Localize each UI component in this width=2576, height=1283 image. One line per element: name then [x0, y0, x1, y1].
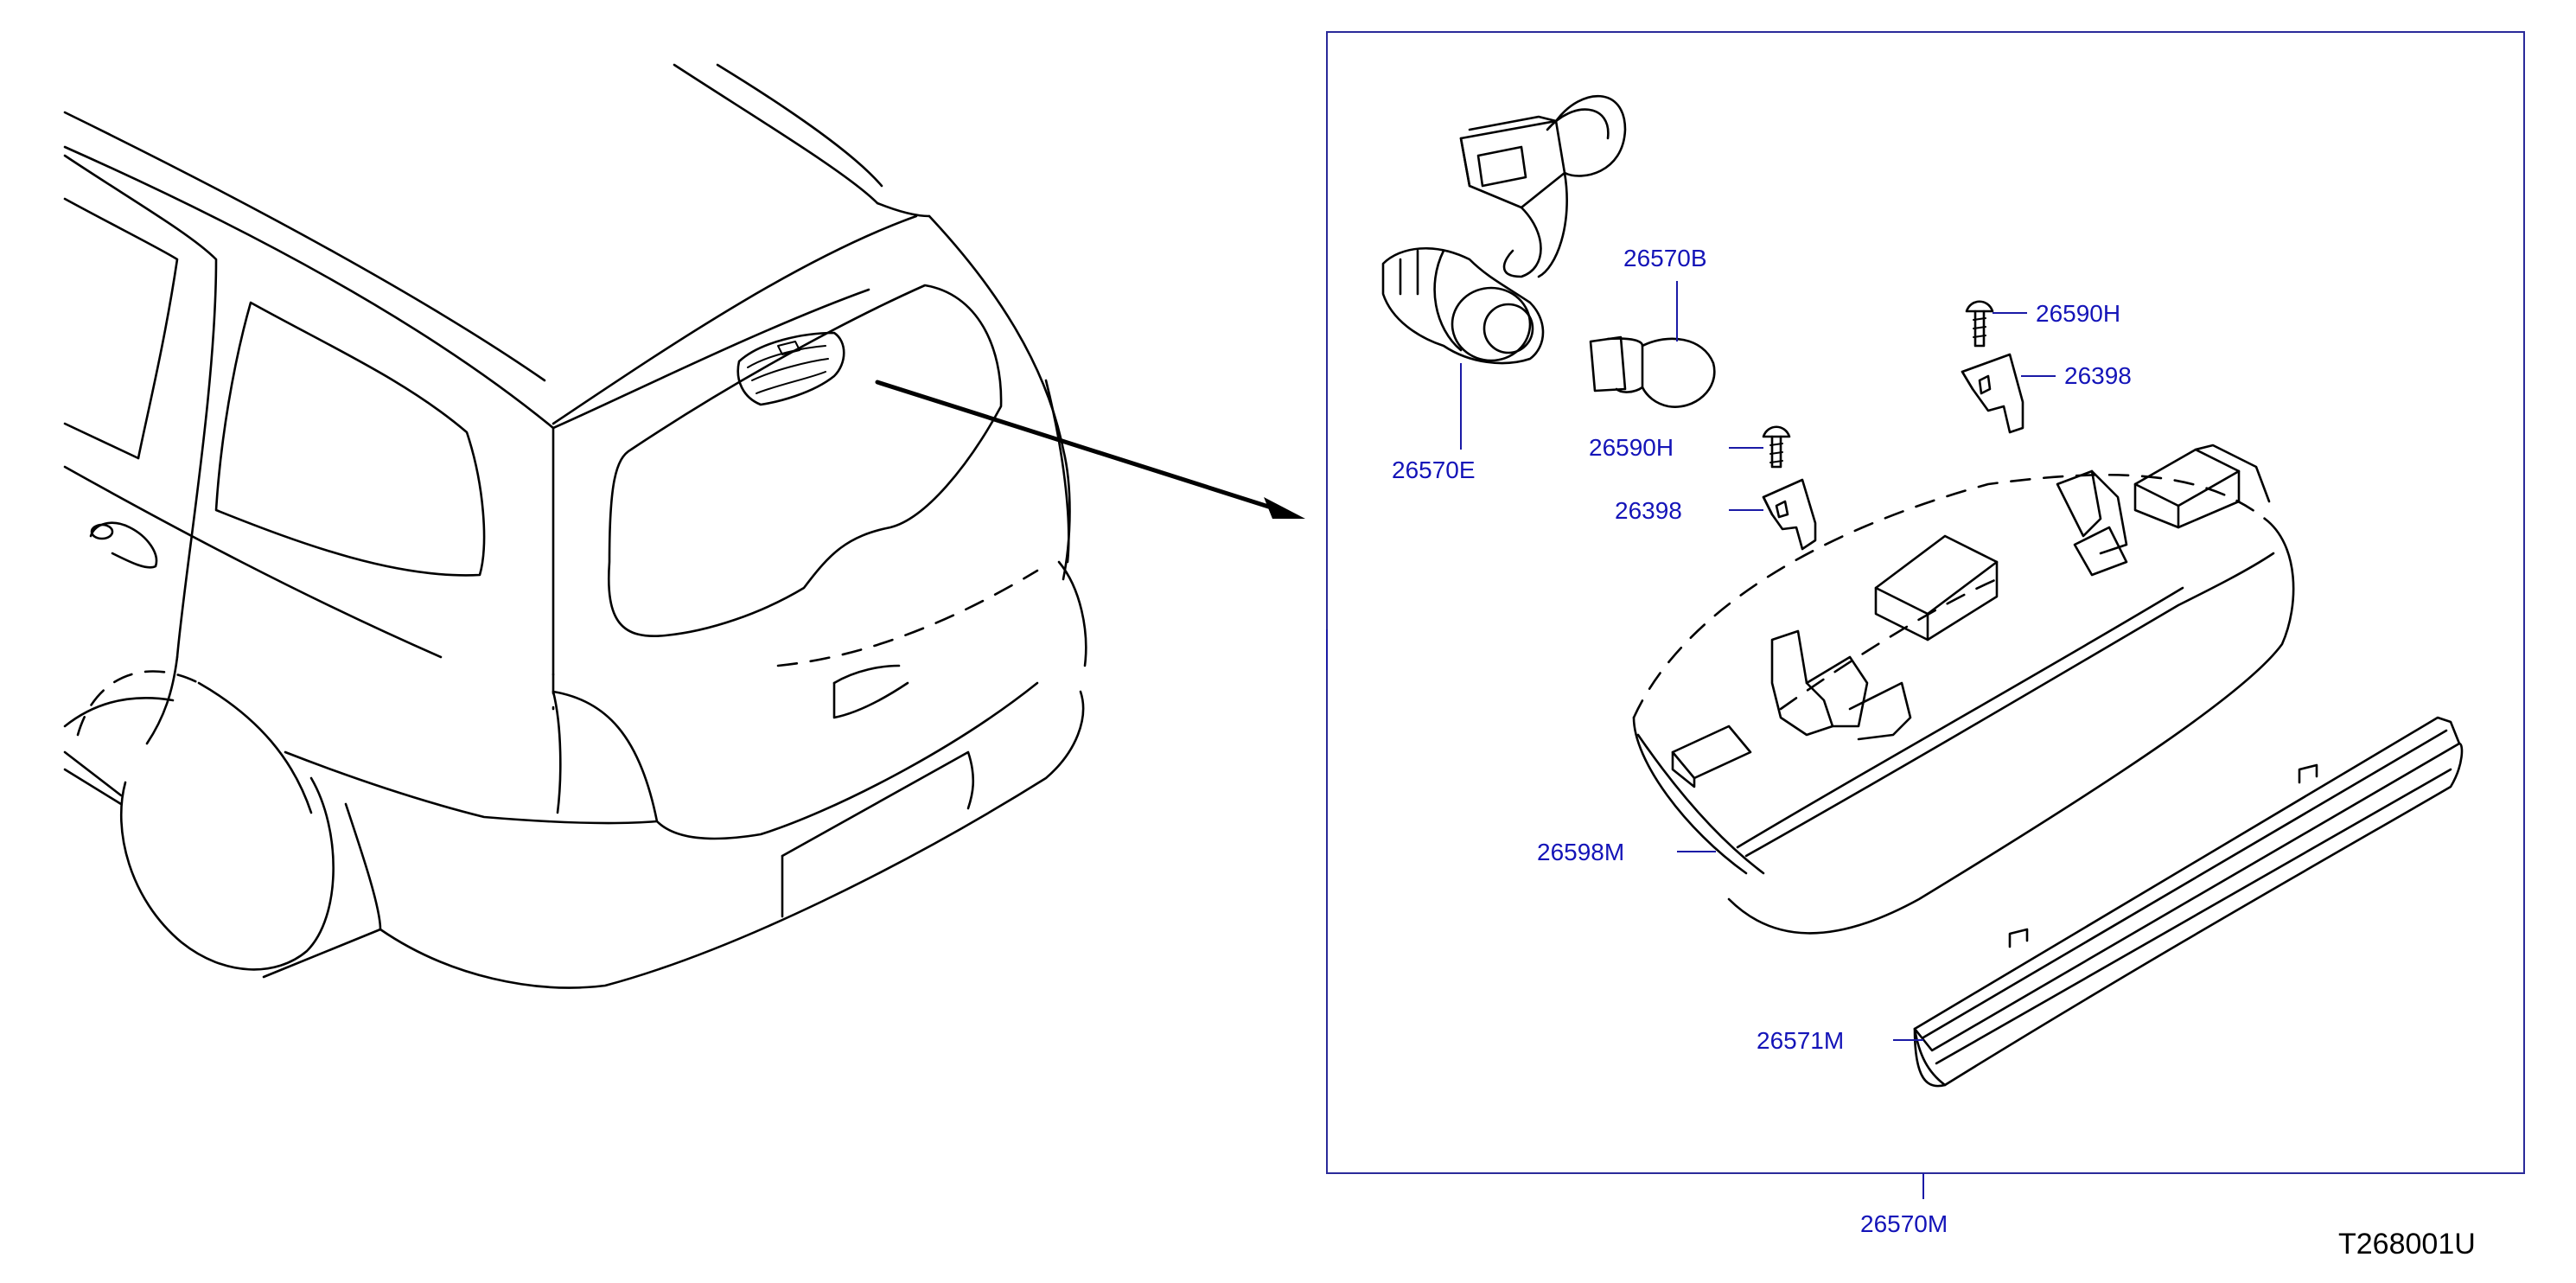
label-26570B: 26570B	[1623, 245, 1707, 271]
label-26590H-top: 26590H	[2036, 300, 2120, 327]
diagram-reference-code: T268001U	[2338, 1228, 2476, 1261]
screw-26590H-left	[1762, 425, 1791, 469]
lamp-body-26598M	[1632, 444, 2295, 935]
clip-26398-top	[1961, 353, 2024, 434]
parts-frame	[1326, 31, 2525, 1174]
label-26570M: 26570M	[1860, 1210, 1948, 1237]
screw-26590H-top	[1965, 300, 1994, 348]
lens-26571M	[1913, 716, 2464, 1088]
label-26571M: 26571M	[1757, 1027, 1844, 1054]
label-26398-left: 26398	[1615, 497, 1682, 524]
bulb-socket-26570E	[1381, 94, 1627, 365]
label-26590H-left: 26590H	[1589, 434, 1674, 461]
bulb-26570B	[1589, 335, 1716, 408]
label-26598M: 26598M	[1537, 839, 1624, 865]
label-26398-top: 26398	[2064, 362, 2132, 389]
clip-26398-left	[1762, 478, 1817, 551]
label-26570E: 26570E	[1392, 456, 1476, 483]
vehicle-illustration	[63, 63, 1305, 989]
